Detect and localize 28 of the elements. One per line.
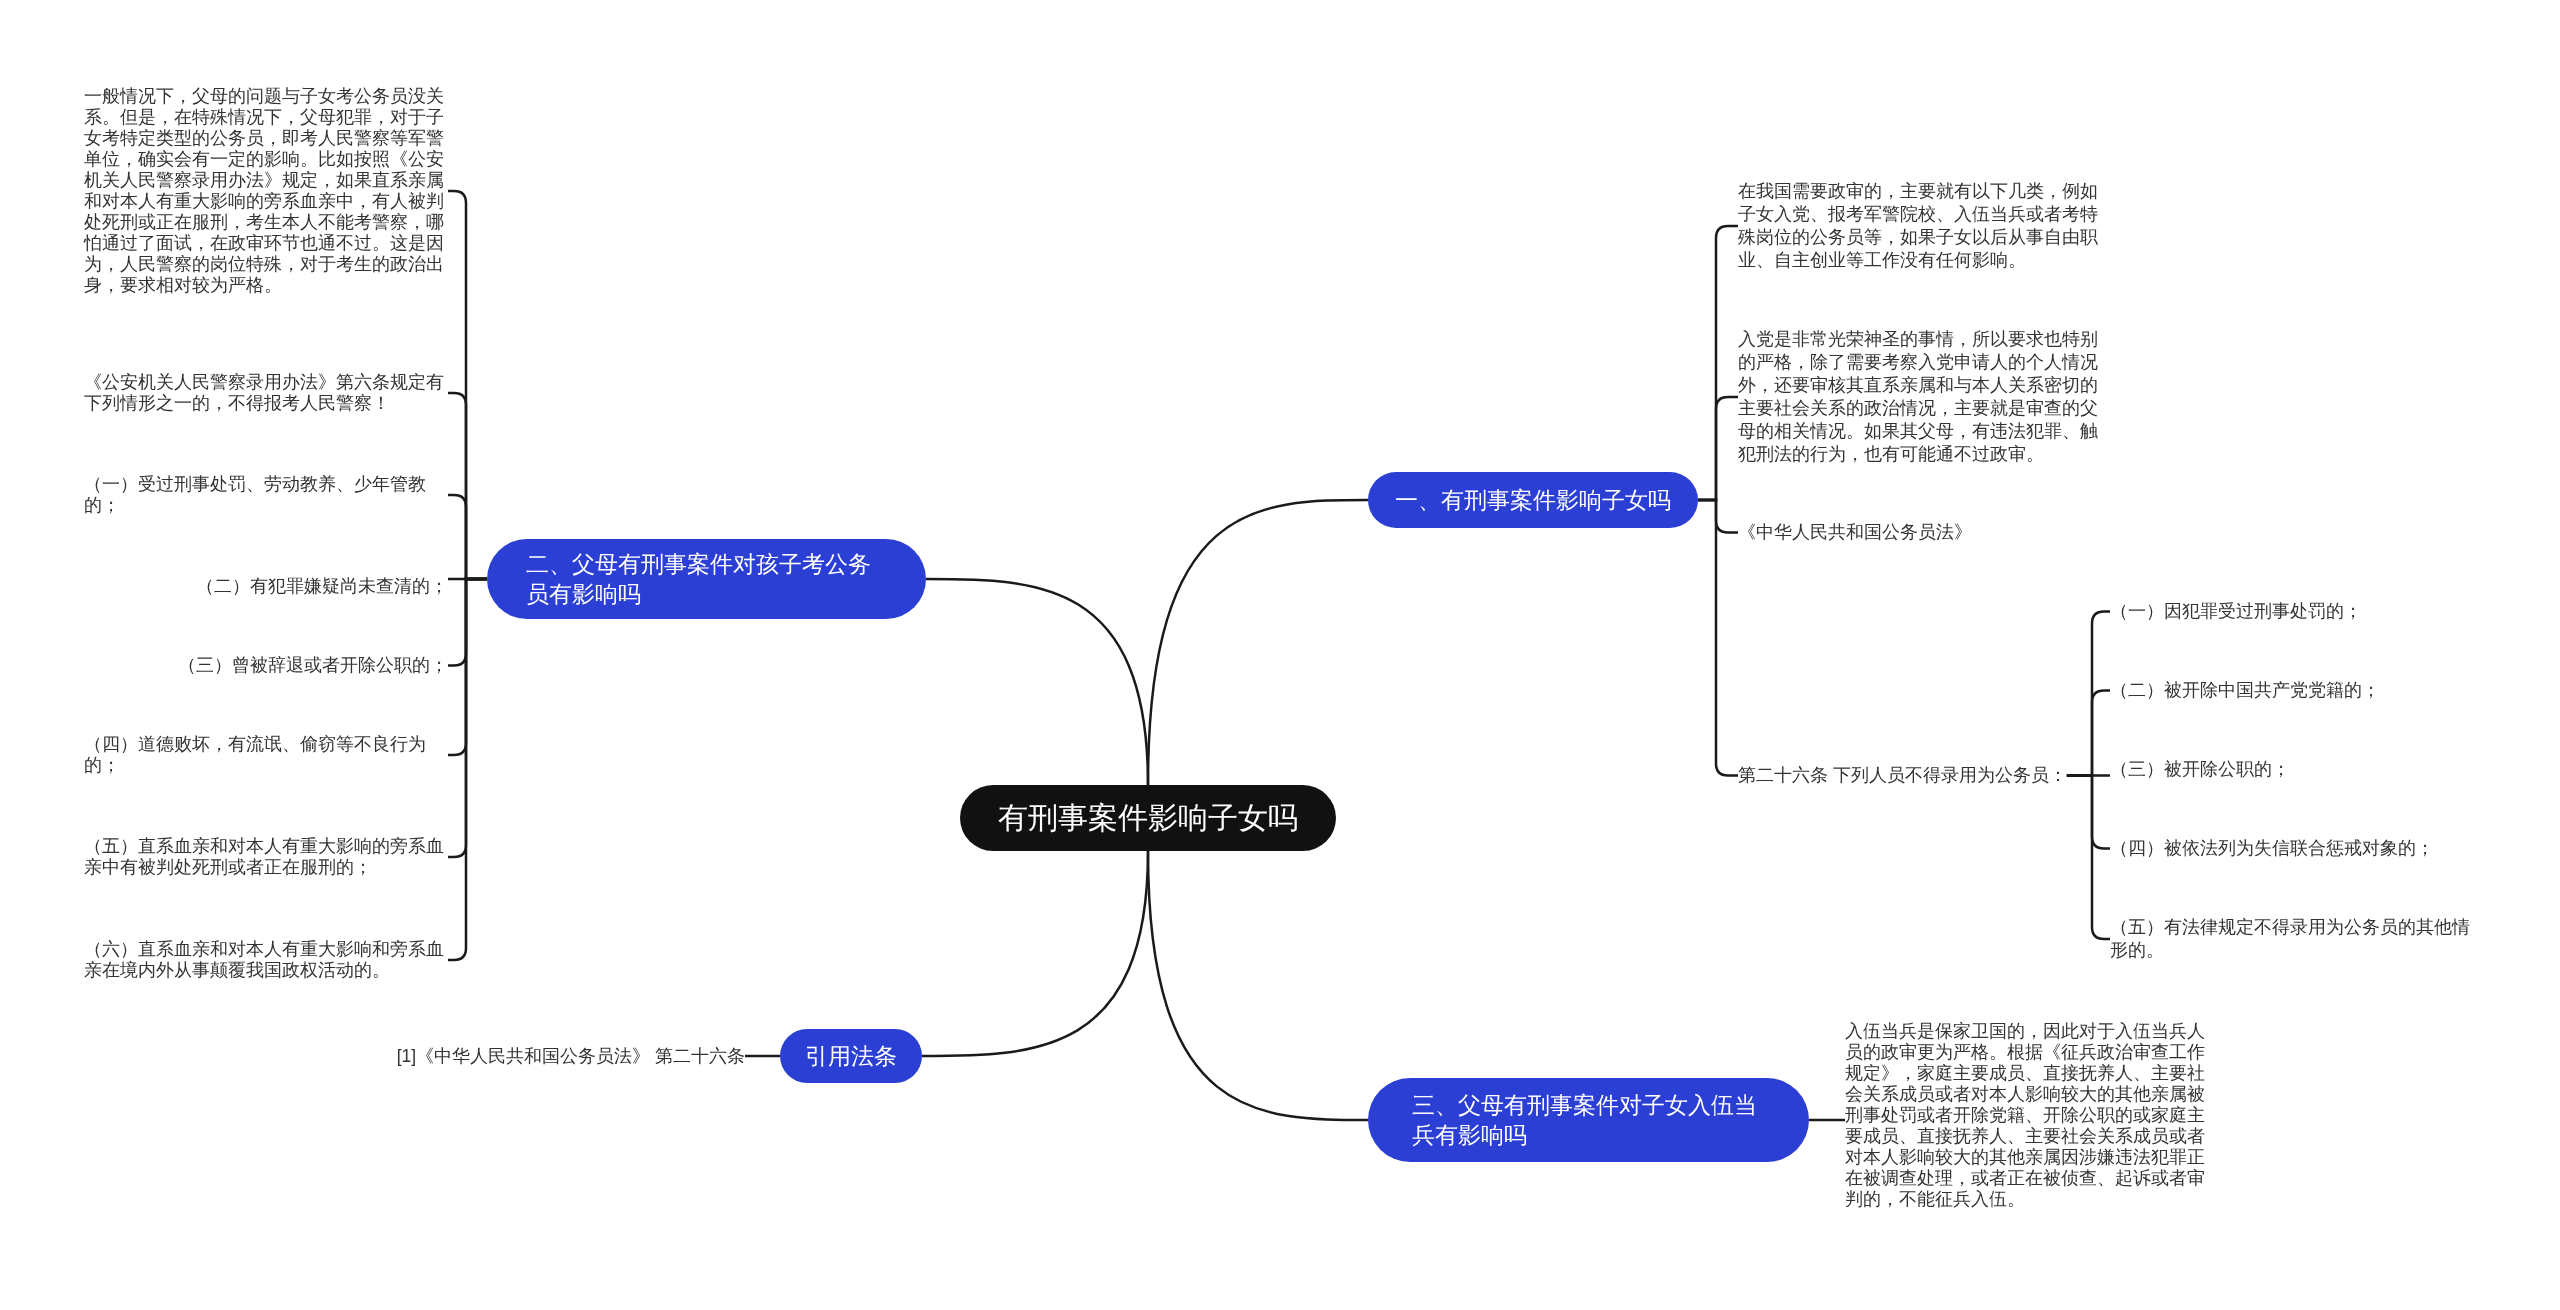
connector-line — [1809, 1118, 1845, 1122]
topic-pill: 引用法条 — [780, 1029, 922, 1083]
note-text: （五）直系血亲和对本人有重大影响的旁系血亲中有被判处死刑或者正在服刑的； — [84, 836, 448, 878]
topic-pill: 三、父母有刑事案件对子女入伍当兵有影响吗 — [1368, 1078, 1809, 1162]
note-text: 《中华人民共和国公务员法》 — [1738, 521, 1972, 544]
note-text: （四）被依法列为失信联合惩戒对象的； — [2110, 837, 2434, 860]
topic-pill: 二、父母有刑事案件对孩子考公务员有影响吗 — [487, 539, 926, 619]
note-text: 入伍当兵是保家卫国的，因此对于入伍当兵人员的政审更为严格。根据《征兵政治审查工作规定》，家庭主要成员、直接抚养人、主要社会关系成员或者对本人影响较大的其他亲属被刑事处罚或者开除党籍、开除公职的或家庭主要成员、直接抚养人、主要社会关系成员或者对本人影响较大的其他亲属因涉嫌违法犯罪正在被调查处理，或者正在被侦查、起诉或者审判的，不能征兵入伍。 — [1845, 1021, 2209, 1210]
note-text: 第二十六条 下列人员不得录用为公务员： — [1738, 764, 2067, 787]
note-text: （二）有犯罪嫌疑尚未查清的； — [196, 576, 448, 597]
note-text: （六）直系血亲和对本人有重大影响和旁系血亲在境内外从事颠覆我国政权活动的。 — [84, 939, 448, 981]
note-text: （一）受过刑事处罚、劳动教养、少年管教的； — [84, 474, 448, 516]
note-text: 一般情况下，父母的问题与子女考公务员没关系。但是，在特殊情况下，父母犯罪，对于子女考特定类型的公务员，即考人民警察等军警单位，确实会有一定的影响。比如按照《公安机关人民警察录用办法》规定，如果直系亲属和对本人有重大影响的旁系血亲中，有人被判处死刑或正在服刑，考生本人不能考警察，哪怕通过了面试，在政审环节也通不过。这是因为，人民警察的岗位特殊，对于考生的政治出身，要求相对较为严格。 — [84, 86, 448, 296]
note-text: （五）有法律规定不得录用为公务员的其他情形的。 — [2110, 916, 2474, 962]
note-text: 在我国需要政审的，主要就有以下几类，例如子女入党、报考军警院校、入伍当兵或者考特殊岗位的公务员等，如果子女以后从事自由职业、自主创业等工作没有任何影响。 — [1738, 180, 2102, 272]
topic-pill: 一、有刑事案件影响子女吗 — [1368, 472, 1698, 528]
note-text: （三）曾被辞退或者开除公职的； — [178, 655, 448, 676]
note-text: （四）道德败坏，有流氓、偷窃等不良行为的； — [84, 734, 448, 776]
note-text: [1]《中华人民共和国公务员法》 第二十六条 — [396, 1045, 745, 1068]
central-topic-pill: 有刑事案件影响子女吗 — [960, 785, 1336, 851]
note-text: （三）被开除公职的； — [2110, 758, 2290, 781]
note-text: 入党是非常光荣神圣的事情，所以要求也特别的严格，除了需要考察入党申请人的个人情况外，还要审核其直系亲属和与本人关系密切的主要社会关系的政治情况，主要就是审查的父母的相关情况。如果其父母，有违法犯罪、触犯刑法的行为，也有可能通不过政审。 — [1738, 328, 2102, 466]
connector-line — [1146, 850, 1368, 1122]
connector-line — [926, 577, 1150, 786]
note-text: （二）被开除中国共产党党籍的； — [2110, 679, 2380, 702]
note-text: 《公安机关人民警察录用办法》第六条规定有下列情形之一的，不得报考人民警察！ — [84, 372, 448, 414]
connector-line — [745, 1054, 780, 1058]
note-text: （一）因犯罪受过刑事处罚的； — [2110, 600, 2362, 623]
